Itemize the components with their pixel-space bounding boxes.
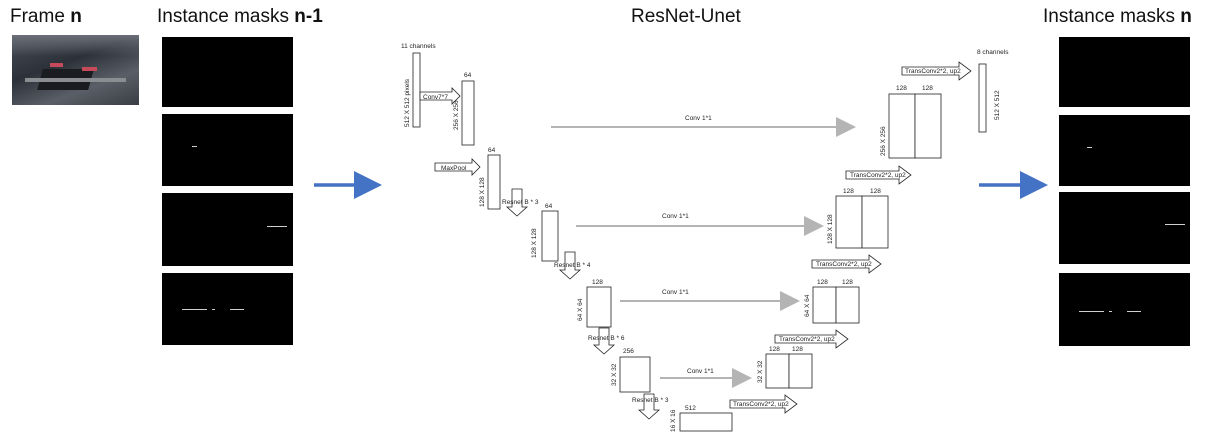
dec1-size-label: 256 X 256 <box>880 126 887 156</box>
dec1-channels-b: 128 <box>922 85 933 92</box>
skip-label-2: Conv 1*1 <box>662 213 689 220</box>
enc2-channels-label: 64 <box>488 147 496 154</box>
encoder-block-2 <box>488 155 500 209</box>
output-block <box>979 64 986 132</box>
transconv-label-2: TransConv2*2, up2 <box>779 336 835 343</box>
dec4-size-label: 32 X 32 <box>757 360 764 383</box>
dec2-size-label: 128 X 128 <box>827 214 834 244</box>
dec2-channels-a: 128 <box>843 188 854 195</box>
resnet3-label: Resnet B * 6 <box>588 335 625 342</box>
enc3-channels-label: 64 <box>545 203 553 210</box>
encoder-block-5 <box>620 357 650 392</box>
encoder-block-1 <box>462 81 474 145</box>
dec3-channels-b: 128 <box>842 279 853 286</box>
conv7-label: Conv7*7 <box>423 94 448 101</box>
enc5-size-label: 32 X 32 <box>611 363 618 386</box>
output-size-label: 512 X 512 <box>994 90 1001 120</box>
input-block <box>413 53 420 127</box>
skip-label-4: Conv 1*1 <box>687 368 714 375</box>
input-channels-label: 11 channels <box>401 43 436 50</box>
output-channels-label: 8 channels <box>977 49 1009 56</box>
input-size-label: 512 X 512 pixels <box>404 78 411 127</box>
enc1-channels-label: 64 <box>464 72 472 79</box>
enc3-size-label: 128 X 128 <box>531 228 538 258</box>
dec3-channels-a: 128 <box>817 279 828 286</box>
transconv-label-3: TransConv2*2, up2 <box>816 261 872 268</box>
transconv-label-5: TransConv2*2, up2 <box>905 68 961 75</box>
encoder-block-3 <box>542 211 558 261</box>
transconv-label-4: TransConv2*2, up2 <box>850 172 906 179</box>
bottleneck-channels-label: 512 <box>685 405 696 412</box>
decoder-block-3b <box>836 287 859 323</box>
decoder-block-3a <box>813 287 836 323</box>
enc4-channels-label: 128 <box>592 279 603 286</box>
transconv-label-1: TransConv2*2, up2 <box>733 401 789 408</box>
resnet1-label: Resnet B * 3 <box>502 199 539 206</box>
enc5-channels-label: 256 <box>623 348 634 355</box>
decoder-block-4b <box>789 354 812 388</box>
decoder-block-1b <box>915 94 941 158</box>
decoder-block-2b <box>862 196 888 248</box>
enc4-size-label: 64 X 64 <box>577 298 584 321</box>
decoder-block-2a <box>836 196 862 248</box>
skip-label-1: Conv 1*1 <box>685 115 712 122</box>
decoder-block-1a <box>889 94 915 158</box>
bottleneck-size-label: 16 X 16 <box>670 409 677 432</box>
dec2-channels-b: 128 <box>870 188 881 195</box>
dec4-channels-a: 128 <box>769 346 780 353</box>
decoder-block-4a <box>766 354 789 388</box>
dec4-channels-b: 128 <box>792 346 803 353</box>
resnet4-label: Resnet B * 3 <box>632 397 669 404</box>
bottleneck-block <box>680 413 732 431</box>
encoder-block-4 <box>587 287 611 327</box>
enc2-size-label: 128 X 128 <box>479 177 486 207</box>
maxpool-label: MaxPool <box>441 165 467 172</box>
dec1-channels-a: 128 <box>896 85 907 92</box>
dec3-size-label: 64 X 64 <box>804 294 811 317</box>
resnet2-label: Resnet B * 4 <box>554 262 591 269</box>
skip-label-3: Conv 1*1 <box>662 289 689 296</box>
enc1-size-label: 256 X 256 <box>453 100 460 130</box>
